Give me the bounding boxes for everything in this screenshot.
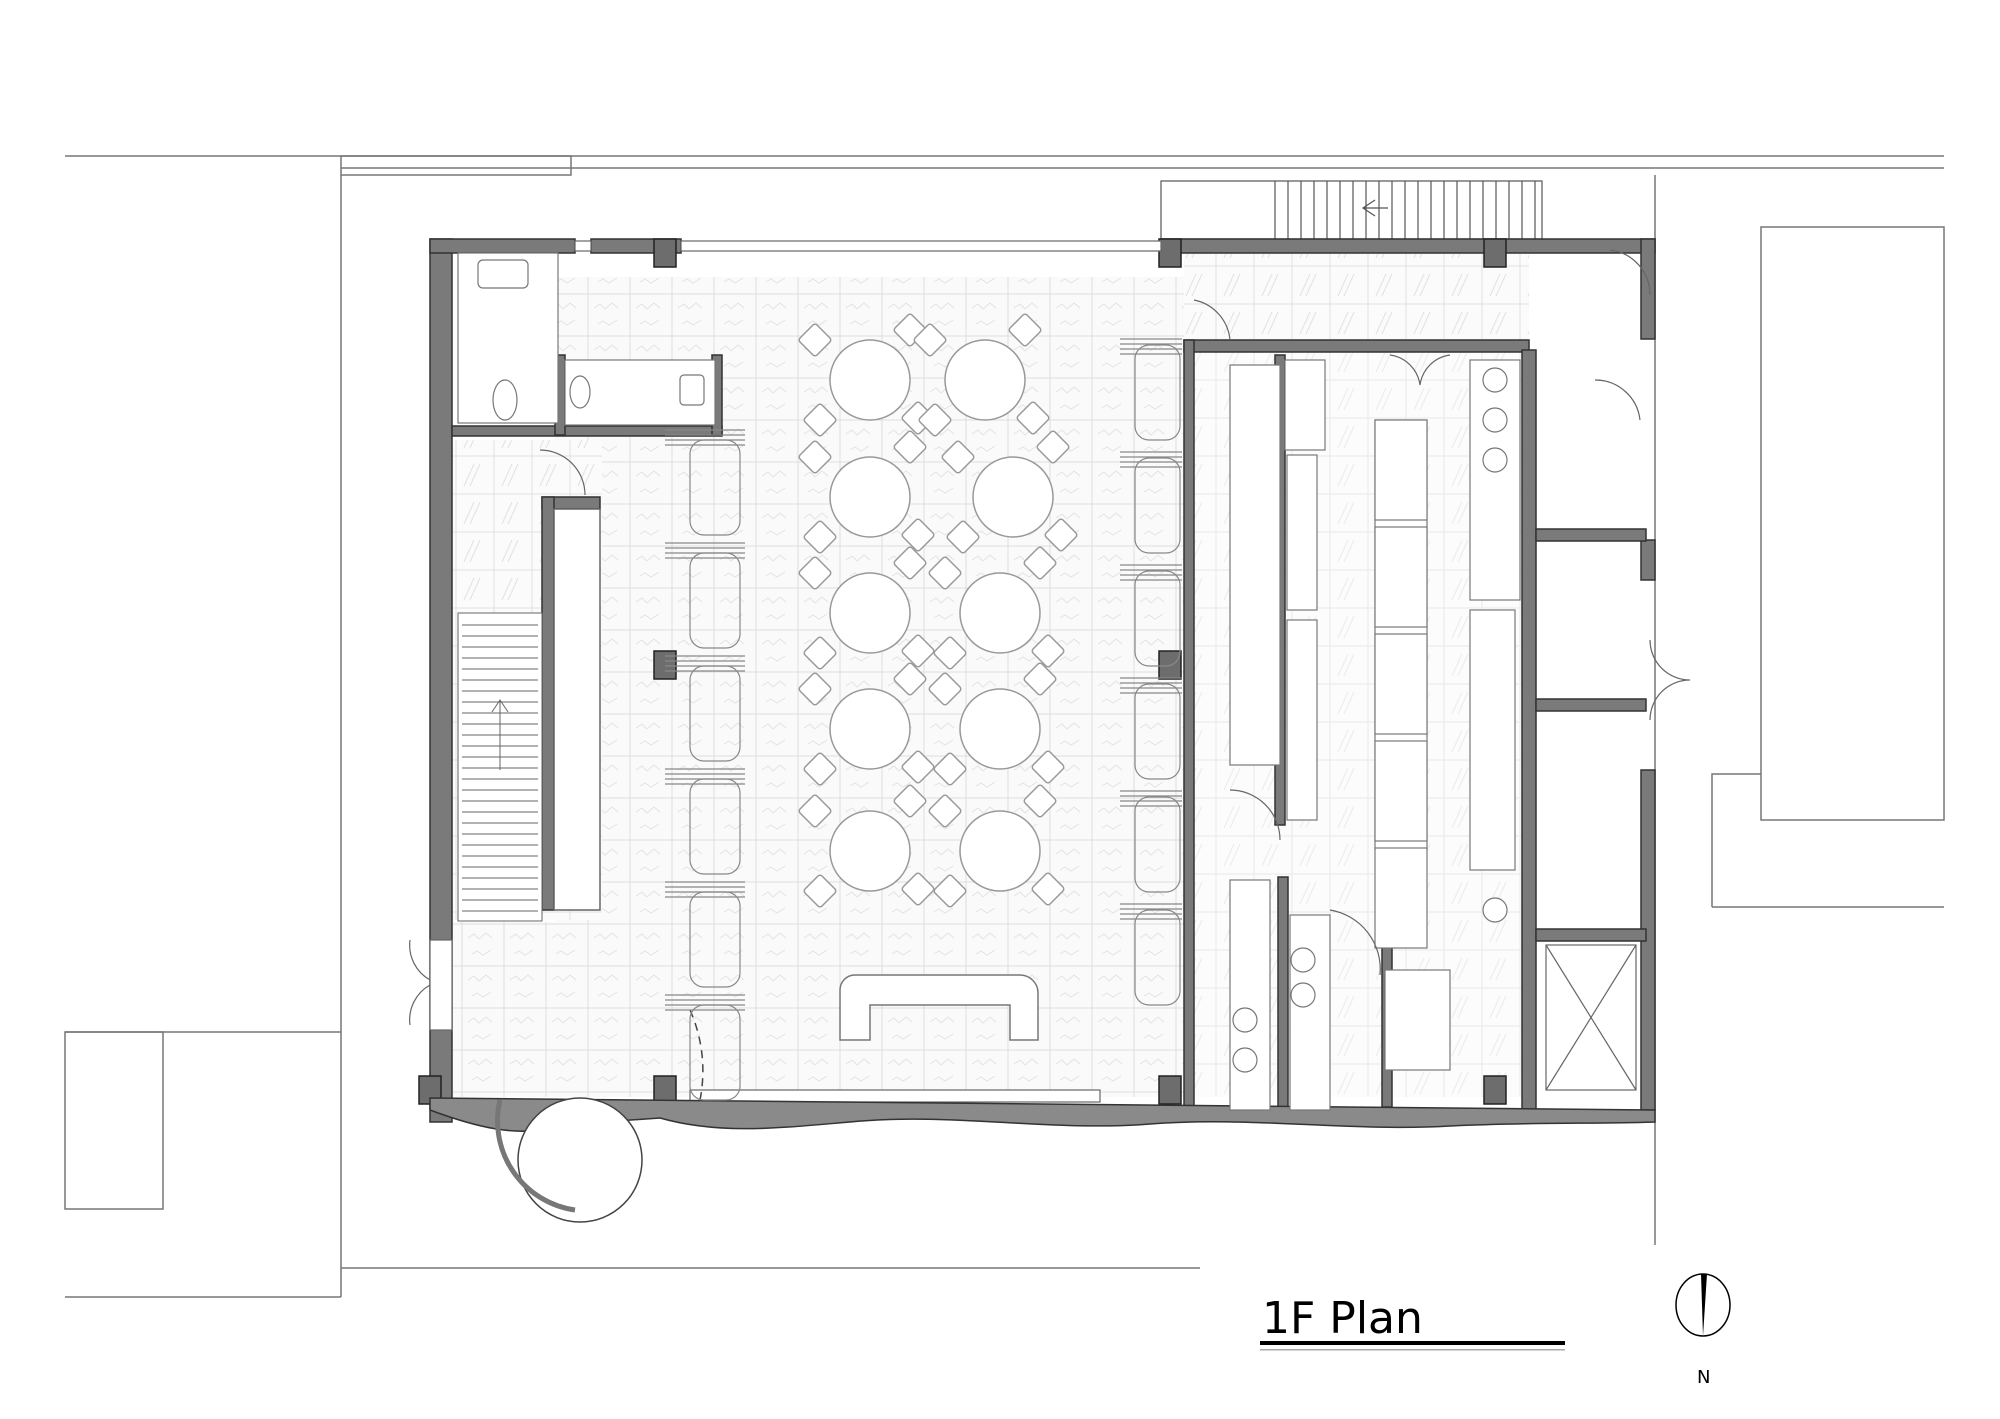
column — [1483, 238, 1507, 268]
counter-module — [1374, 526, 1428, 628]
burner — [1290, 982, 1316, 1008]
chair — [901, 518, 935, 552]
drawing-title: 1F Plan — [1262, 1293, 1423, 1344]
interior-stair — [457, 612, 543, 922]
counter — [1469, 359, 1521, 601]
column — [653, 650, 677, 680]
chair — [893, 430, 927, 464]
chair — [803, 403, 837, 437]
chair — [1036, 430, 1070, 464]
chair — [913, 323, 947, 357]
chair — [803, 752, 837, 786]
title-block: 1F Plan — [1260, 1293, 1565, 1351]
round-table — [829, 688, 911, 770]
chair — [928, 672, 962, 706]
round-table — [959, 572, 1041, 654]
booth-bench — [1134, 909, 1181, 1006]
counter — [1469, 609, 1516, 871]
round-table — [972, 456, 1054, 538]
washrooms — [457, 252, 716, 426]
doors — [409, 249, 1691, 1026]
counter-module — [1374, 419, 1428, 521]
chair — [803, 874, 837, 908]
chair — [918, 403, 952, 437]
round-table — [944, 339, 1026, 421]
counter — [1384, 969, 1451, 1071]
reception-counter — [839, 974, 1039, 1041]
chair — [933, 874, 967, 908]
round-table — [829, 572, 911, 654]
chair — [1031, 872, 1065, 906]
chair — [1044, 518, 1078, 552]
counter-module — [1374, 847, 1428, 949]
booth-bench — [1134, 344, 1181, 441]
shaft — [1545, 944, 1637, 1091]
chair — [798, 323, 832, 357]
booth-seating — [665, 338, 1182, 1101]
chair — [941, 440, 975, 474]
chair — [928, 556, 962, 590]
chair — [1023, 546, 1057, 580]
curved-facade — [429, 1097, 1656, 1132]
chair — [803, 636, 837, 670]
counter — [1286, 454, 1318, 611]
counter — [1229, 879, 1271, 1111]
burner — [1482, 367, 1508, 393]
chair — [1008, 313, 1042, 347]
counter — [1284, 359, 1326, 451]
kitchen-equipment — [1229, 359, 1521, 1111]
dining-tables — [798, 313, 1078, 908]
counter-module — [1374, 633, 1428, 735]
booth-bench — [1134, 570, 1181, 667]
column — [653, 238, 677, 268]
chair — [933, 752, 967, 786]
burner — [1232, 1007, 1258, 1033]
burner — [1232, 1047, 1258, 1073]
burner — [1482, 897, 1508, 923]
chair — [928, 794, 962, 828]
chair — [798, 556, 832, 590]
site-boundary — [64, 155, 1945, 1298]
column — [1483, 1075, 1507, 1105]
chair — [1031, 634, 1065, 668]
counter — [1286, 619, 1318, 821]
round-table — [959, 810, 1041, 892]
round-table — [829, 810, 911, 892]
chair — [1031, 750, 1065, 784]
round-table — [959, 688, 1041, 770]
burner — [1290, 947, 1316, 973]
chair — [901, 872, 935, 906]
exterior-stair — [1160, 180, 1543, 240]
chair — [946, 520, 980, 554]
chair — [1023, 784, 1057, 818]
chair — [893, 784, 927, 818]
chair — [901, 634, 935, 668]
chair — [893, 546, 927, 580]
round-table — [829, 456, 911, 538]
counter — [1229, 364, 1281, 766]
column — [1158, 238, 1182, 268]
burner — [1482, 447, 1508, 473]
booth-bench — [1134, 683, 1181, 780]
chair — [893, 662, 927, 696]
chair — [798, 440, 832, 474]
booth-bench — [1134, 796, 1181, 893]
chair — [798, 672, 832, 706]
chair — [933, 636, 967, 670]
column — [1158, 1075, 1182, 1105]
counter — [1289, 914, 1331, 1111]
burner — [1482, 407, 1508, 433]
entrance-vestibule — [495, 1009, 704, 1223]
chair — [1016, 401, 1050, 435]
round-table — [829, 339, 911, 421]
chair — [901, 750, 935, 784]
chair — [798, 794, 832, 828]
north-arrow: N — [1675, 1273, 1731, 1388]
booth-bench — [1134, 457, 1181, 554]
chair — [1023, 662, 1057, 696]
bar-counter — [553, 508, 601, 911]
counter-module — [1374, 740, 1428, 842]
north-label: N — [1697, 1367, 1710, 1388]
chair — [803, 520, 837, 554]
